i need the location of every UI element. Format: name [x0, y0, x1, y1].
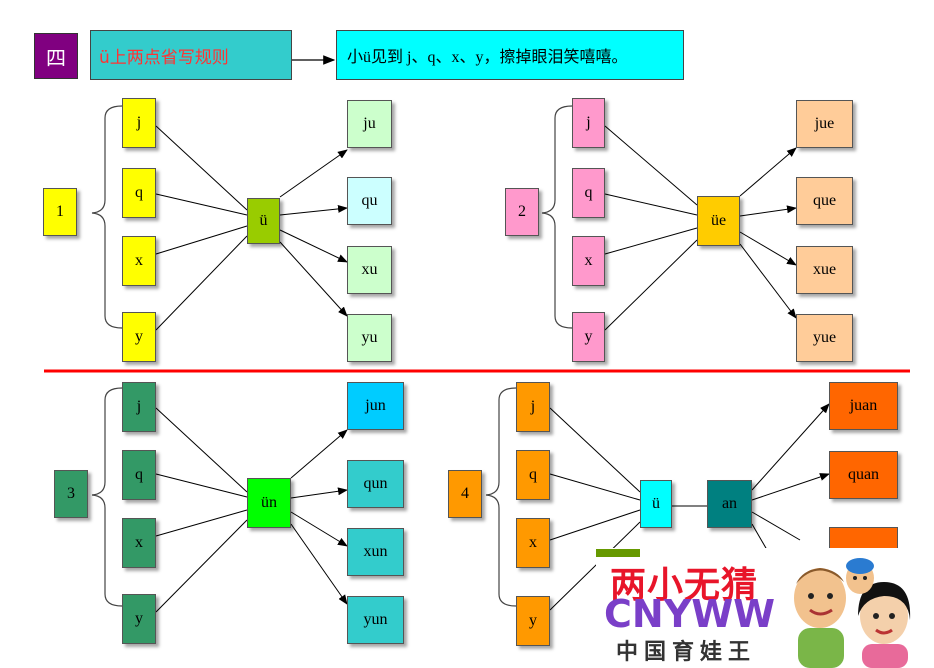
brace-4: [485, 387, 517, 607]
diagram-1-result-ju: ju: [347, 100, 392, 148]
diagram-1-result-yu: yu: [347, 314, 392, 362]
kids-mascot-image: [794, 558, 911, 668]
diagram-2-result-yue: yue: [796, 314, 853, 362]
diagram-3-initial-q: q: [122, 450, 156, 500]
diagram-3-result-xun: xun: [347, 528, 404, 576]
diagram-2-result-xue: xue: [796, 246, 853, 294]
diagram-2-number: 2: [505, 188, 539, 236]
brace-1: [91, 105, 123, 329]
watermark-subtitle: 中国育娃王: [616, 640, 757, 665]
diagram-1-center: ü: [247, 198, 280, 244]
diagram-4-initial-y: y: [516, 596, 550, 646]
diagram-1-result-qu: qu: [347, 177, 392, 225]
diagram-3-initial-j: j: [122, 382, 156, 432]
diagram-4-center2: an: [707, 480, 752, 528]
diagram-3-initial-y: y: [122, 594, 156, 644]
diagram-4-result-quan: quan: [829, 451, 898, 499]
diagram-4-initial-x: x: [516, 518, 550, 568]
diagram-3-result-jun: jun: [347, 382, 404, 430]
diagram-2-center: üe: [697, 196, 740, 246]
brace-2: [541, 105, 573, 329]
watermark-brand: CNYWW: [604, 592, 776, 636]
diagram-2-result-jue: jue: [796, 100, 853, 148]
diagram-4-number: 4: [448, 470, 482, 518]
diagram-3-result-yun: yun: [347, 596, 404, 644]
diagram-1-number: 1: [43, 188, 77, 236]
diagram-3-center: ün: [247, 478, 291, 528]
diagram-1-result-xu: xu: [347, 246, 392, 294]
diagram-3-result-qun: qun: [347, 460, 404, 508]
watermark-title: 两小无猜: [610, 565, 759, 606]
diagram-2-initial-x: x: [572, 236, 605, 286]
diagram-2-initial-j: j: [572, 98, 605, 148]
diagram-2-initial-q: q: [572, 168, 605, 218]
diagram-2-initial-y: y: [572, 312, 605, 362]
diagram-4-initial-j: j: [516, 382, 550, 432]
rule-text: 小ü见到 j、q、x、y，擦掉眼泪笑嘻嘻。: [336, 30, 684, 80]
section-number: 四: [34, 33, 78, 79]
diagram-2-result-que: que: [796, 177, 853, 225]
diagram-4-center: ü: [640, 480, 672, 528]
diagram-1-initial-y: y: [122, 312, 156, 362]
diagram-4-initial-q: q: [516, 450, 550, 500]
brace-3: [91, 387, 123, 607]
diagram-1-initial-x: x: [122, 236, 156, 286]
diagram-3-number: 3: [54, 470, 88, 518]
diagram-1-initial-q: q: [122, 168, 156, 218]
watermark-bar: [596, 549, 640, 557]
diagram-1-initial-j: j: [122, 98, 156, 148]
section-title: ü上两点省写规则: [90, 30, 292, 80]
diagram-4-result-juan: juan: [829, 382, 898, 430]
diagram-3-initial-x: x: [122, 518, 156, 568]
